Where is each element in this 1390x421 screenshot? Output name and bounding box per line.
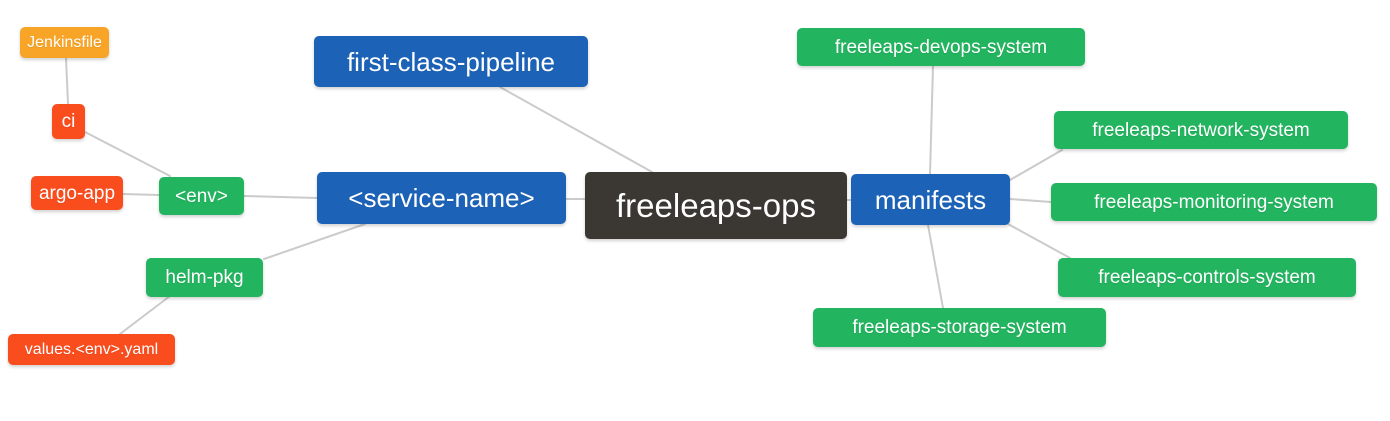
edge-first-class-pipeline-to-freeleaps-ops: [499, 86, 653, 173]
node-freeleaps-network-system[interactable]: freeleaps-network-system: [1054, 111, 1348, 149]
edge-manifests-to-freeleaps-network-system: [1009, 149, 1063, 181]
node-freeleaps-monitoring-system[interactable]: freeleaps-monitoring-system: [1051, 183, 1377, 221]
edge-ci-to-env: [84, 131, 171, 177]
edge-argo-app-to-env: [122, 193, 160, 196]
node-freeleaps-ops[interactable]: freeleaps-ops: [585, 172, 847, 239]
node-freeleaps-devops-system[interactable]: freeleaps-devops-system: [797, 28, 1085, 66]
edge-manifests-to-freeleaps-storage-system: [927, 224, 944, 309]
node-jenkinsfile[interactable]: Jenkinsfile: [20, 27, 109, 58]
edge-env-to-service-name: [243, 195, 318, 199]
node-first-class-pipeline[interactable]: first-class-pipeline: [314, 36, 588, 87]
node-freeleaps-storage-system[interactable]: freeleaps-storage-system: [813, 308, 1106, 347]
node-argo-app[interactable]: argo-app: [31, 176, 123, 210]
edge-manifests-to-freeleaps-controls-system: [1007, 223, 1071, 259]
edge-manifests-to-freeleaps-devops-system: [929, 65, 934, 175]
node-service-name[interactable]: <service-name>: [317, 172, 566, 224]
node-freeleaps-controls-system[interactable]: freeleaps-controls-system: [1058, 258, 1356, 297]
edge-service-name-to-helm-pkg: [263, 223, 366, 260]
edge-jenkinsfile-to-ci: [65, 57, 69, 105]
edge-manifests-to-freeleaps-monitoring-system: [1009, 198, 1052, 203]
node-env[interactable]: <env>: [159, 177, 244, 215]
node-values-env-yaml[interactable]: values.<env>.yaml: [8, 334, 175, 365]
node-ci[interactable]: ci: [52, 104, 85, 139]
node-helm-pkg[interactable]: helm-pkg: [146, 258, 263, 297]
node-manifests[interactable]: manifests: [851, 174, 1010, 225]
edge-helm-pkg-to-values-env-yaml: [119, 295, 171, 335]
